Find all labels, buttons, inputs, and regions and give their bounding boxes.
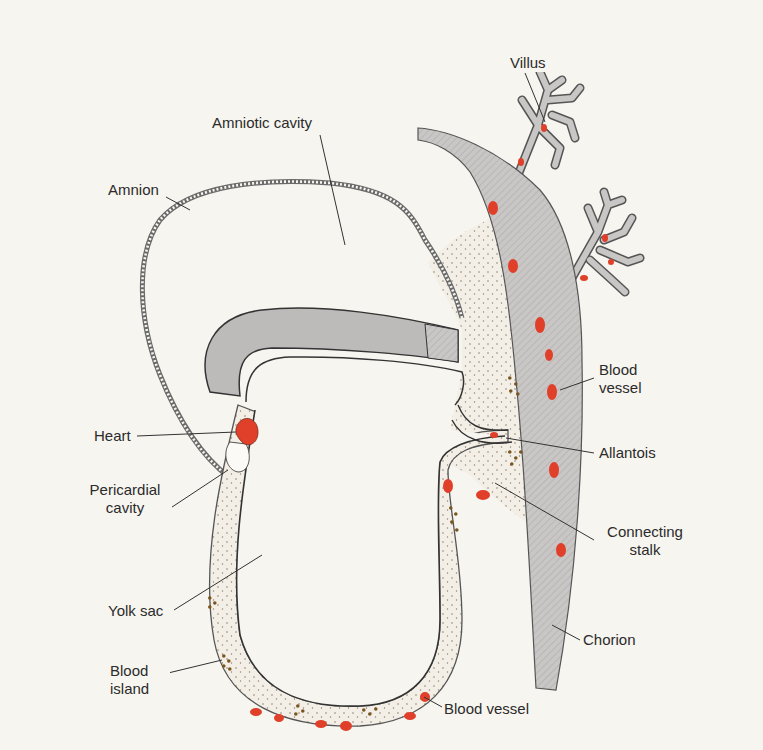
leader-line <box>560 378 594 390</box>
yolk-sac-roof <box>246 357 464 405</box>
part-label: Blood island <box>108 662 170 698</box>
leader-line <box>495 483 594 540</box>
leader-line <box>506 438 594 453</box>
yolk-sac <box>237 410 505 706</box>
leader-lines <box>137 73 594 707</box>
part-label: Pericardial cavity <box>78 481 172 517</box>
leader-line <box>166 197 190 210</box>
pericardial-cavity <box>226 442 249 472</box>
part-label: Amniotic cavity <box>210 114 314 132</box>
leader-line <box>164 660 222 674</box>
leader-line <box>424 697 442 707</box>
blood-vessel <box>250 124 614 731</box>
part-label: Allantois <box>597 444 658 462</box>
yolk-sac-wall <box>210 405 508 726</box>
embryo <box>205 308 458 396</box>
part-label: Yolk sac <box>106 602 165 620</box>
heart <box>236 418 258 444</box>
leader-line <box>525 73 545 122</box>
part-label: Blood vessel <box>597 361 661 397</box>
part-label: Chorion <box>581 631 638 649</box>
leader-line <box>552 625 580 640</box>
leader-line <box>137 432 236 436</box>
part-label: Blood vessel <box>442 700 531 718</box>
part-label: Villus <box>508 54 548 72</box>
blood-island <box>208 376 523 716</box>
part-label: Amnion <box>106 181 161 199</box>
allantois <box>452 405 512 443</box>
part-label: Heart <box>92 427 133 445</box>
leader-line <box>320 135 345 245</box>
part-label: Connecting stalk <box>594 523 696 559</box>
leader-line <box>174 555 262 610</box>
embryo-tail <box>425 324 458 362</box>
